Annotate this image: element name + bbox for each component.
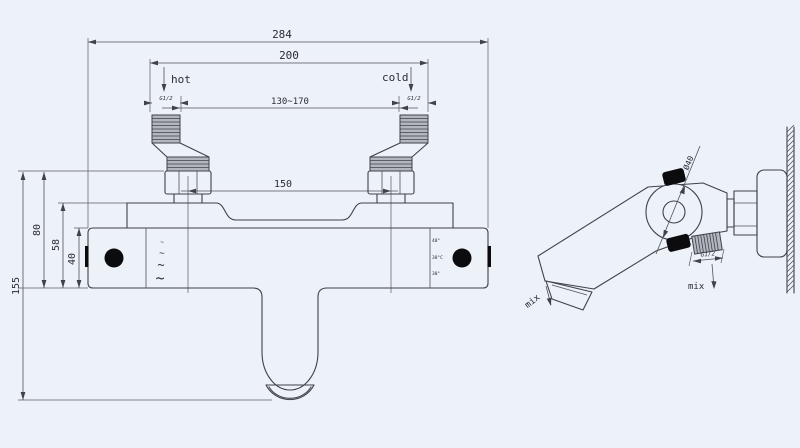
hex-facets <box>381 171 401 194</box>
temperature-scale-marks: 40° 38°C 30° <box>432 238 443 277</box>
label-mix-spout: mix <box>523 292 542 310</box>
knob-joint-lines <box>145 228 431 288</box>
flow-mark: ~ <box>160 239 164 246</box>
temp-mark: 30° <box>432 271 440 277</box>
thread-size-right: G1/2 <box>407 96 421 102</box>
dim-union-spacing: 150 <box>274 179 292 190</box>
knob-side-circle <box>645 183 703 241</box>
neck <box>173 193 203 204</box>
flow-scale-marks: ~ ~ ~ ~ <box>155 239 165 287</box>
body-bar-and-spout <box>87 227 489 391</box>
right-knob-grip-tick <box>487 246 491 267</box>
wall-flange <box>756 169 788 258</box>
spout-aerator <box>265 384 315 401</box>
front-view: ~ ~ ~ ~ 40° 38°C 30° 284 200 hot cold G1… <box>11 28 491 401</box>
inlet-pipe-hot <box>151 114 181 144</box>
thread-size-left: G1/2 <box>159 96 173 102</box>
body-upper-profile <box>126 202 454 229</box>
left-knob-grip-tick <box>85 246 89 267</box>
connector-nut-facets <box>734 202 757 227</box>
outlet-thread <box>691 231 723 255</box>
left-knob-indicator-dot <box>104 248 124 268</box>
outlet-extension-lines <box>688 248 725 267</box>
dim-adjust-range: 130~170 <box>271 97 309 107</box>
eccentric-union-left <box>151 142 212 204</box>
connector-hex-nut <box>733 190 758 236</box>
connector-pipe <box>726 198 735 228</box>
thread-ridges <box>152 118 180 140</box>
side-view: Ø40 G1/2 mix mix <box>523 124 795 311</box>
dim-height-upper: 58 <box>51 239 62 251</box>
temp-mark: 38°C <box>432 255 443 261</box>
inlet-pipe-cold <box>399 114 429 144</box>
spout-nozzle <box>545 280 593 311</box>
thread-ridges <box>400 118 428 140</box>
label-hot: hot <box>171 73 191 86</box>
hex-facets <box>178 171 198 194</box>
union-centerlines <box>187 176 392 293</box>
spout-nozzle-step <box>551 284 588 296</box>
label-mix-outlet: mix <box>688 282 705 292</box>
flow-mark: ~ <box>159 249 165 259</box>
flow-mark: ~ <box>157 258 164 272</box>
temp-mark: 40° <box>432 238 440 244</box>
outlet-thread-ridges <box>694 232 719 254</box>
dim-overall-width: 284 <box>272 28 292 41</box>
eccentric-body <box>369 142 429 158</box>
eccentric-union-right <box>367 142 429 204</box>
eccentric-body <box>151 142 210 158</box>
right-knob-indicator-dot <box>452 248 472 268</box>
dim-inlet-span: 200 <box>279 49 299 62</box>
outlet-thread-size: G1/2 <box>700 250 715 258</box>
dim-height-body: 80 <box>32 224 43 236</box>
dim-height-knob: 40 <box>67 253 78 265</box>
extension-lines <box>18 38 489 401</box>
flow-mark: ~ <box>155 269 164 287</box>
label-cold: cold <box>382 71 409 84</box>
collar-ridges <box>370 160 412 168</box>
neck <box>376 193 406 204</box>
knob-hub-circle <box>662 200 686 224</box>
knob-bottom-button <box>666 233 691 252</box>
dim-height-total: 155 <box>11 277 22 295</box>
wall-section <box>786 124 795 294</box>
wall-hatching <box>786 124 795 293</box>
dim-knob-diameter: Ø40 <box>681 154 696 171</box>
collar-ridges <box>167 160 209 168</box>
knob-top-button <box>662 168 686 186</box>
